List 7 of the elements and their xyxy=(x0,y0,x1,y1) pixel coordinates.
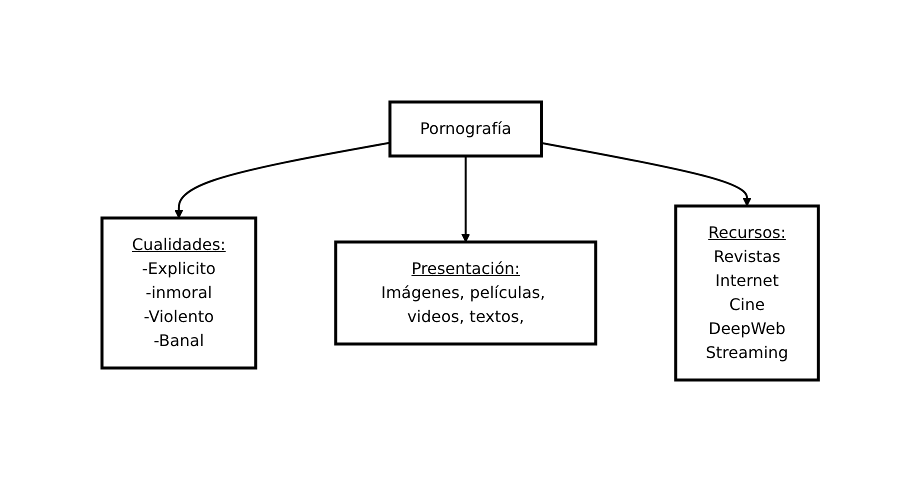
node-box: Cualidades: -Explicito -inmoral -Violento -Banal xyxy=(100,216,258,370)
arrow xyxy=(542,142,752,206)
node-box: Recursos: Revistas Internet Cine DeepWeb Streaming xyxy=(674,204,820,382)
node-box: Presentación: Imágenes, películas, videos, textos, xyxy=(334,240,598,346)
arrow xyxy=(462,156,470,242)
node-box: Pornografía xyxy=(388,100,544,158)
arrow xyxy=(174,142,390,218)
